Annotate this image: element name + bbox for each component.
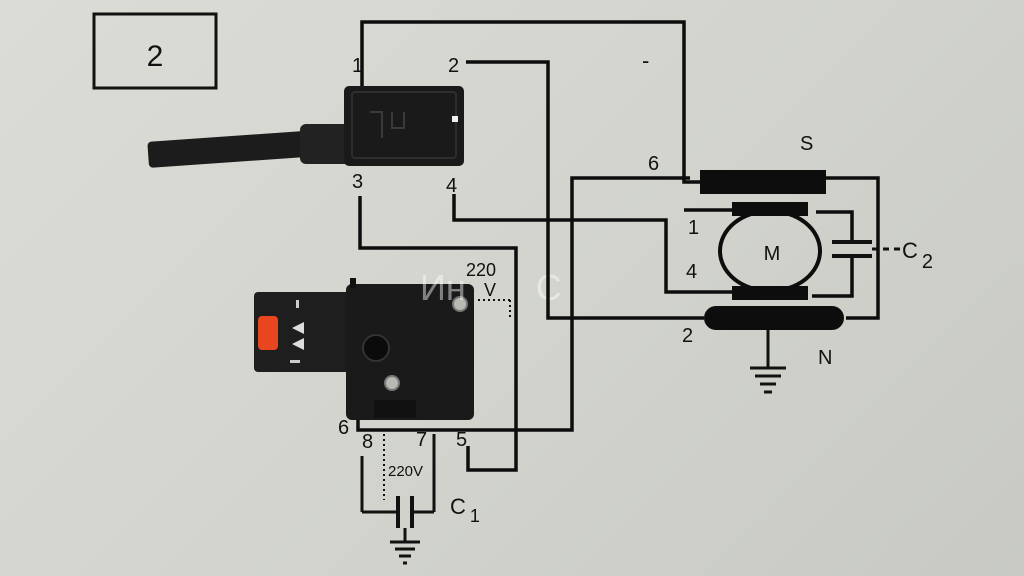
- reverser-terminal-1: 1: [352, 55, 363, 77]
- reverser-terminal-4: 4: [446, 175, 457, 197]
- ground-motor: [750, 330, 786, 394]
- motor-label: M: [764, 243, 781, 265]
- figure-number-box: [92, 12, 218, 90]
- supply-c1: [360, 434, 436, 528]
- watermark: Ин С: [420, 267, 562, 308]
- minus-mark: -: [642, 48, 649, 73]
- wires: [356, 20, 880, 472]
- capacitor-c1-sub: 1: [470, 506, 480, 526]
- motor: M: [700, 170, 844, 330]
- motor-brush-label-4: 4: [686, 261, 697, 283]
- wire-1: [360, 20, 700, 184]
- wire-c2-bottom: [812, 256, 854, 298]
- reverser-lever: [147, 130, 319, 168]
- trigger-voltage-marker: [478, 299, 512, 318]
- capacitor-c2-sub: 2: [922, 251, 933, 273]
- trigger-tab: [258, 316, 278, 350]
- motor-brush-label-1: 1: [688, 217, 699, 239]
- trigger-terminal-5: 5: [456, 429, 467, 451]
- capacitor-c2-letter: C: [902, 238, 918, 263]
- capacitor-c1-letter: C: [450, 494, 466, 519]
- trigger-terminal-8: 8: [362, 431, 373, 453]
- reverser-terminal-2: 2: [448, 55, 459, 77]
- trigger-voltage-line1: 220: [466, 260, 496, 280]
- wire-6: [356, 176, 690, 432]
- figure-number: 2: [147, 40, 164, 73]
- ground-supply: [390, 528, 420, 565]
- pole-s-label: S: [800, 133, 813, 155]
- trigger-body: [346, 284, 474, 420]
- wire-3: [358, 196, 518, 472]
- supply-voltage: 220V: [388, 463, 423, 480]
- trigger-terminal-7: 7: [416, 429, 427, 451]
- reverser-terminal-3: 3: [352, 171, 363, 193]
- wire-c2-top: [816, 210, 854, 240]
- reverser-switch: [147, 86, 464, 168]
- field-winding-n: [704, 306, 844, 330]
- motor-armature: [718, 209, 822, 293]
- wire-2: [466, 60, 704, 320]
- trigger-switch: [254, 278, 474, 420]
- capacitor-c2: [832, 240, 900, 258]
- motor-field-label-2: 2: [682, 325, 693, 347]
- trigger-lock-button: [362, 334, 390, 362]
- field-winding-s: [700, 170, 826, 194]
- pole-n-label: N: [818, 347, 832, 369]
- wire-4: [452, 194, 732, 294]
- trigger-voltage-line2: V: [484, 280, 496, 300]
- motor-field-label-6: 6: [648, 153, 659, 175]
- trigger-terminal-6: 6: [338, 417, 349, 439]
